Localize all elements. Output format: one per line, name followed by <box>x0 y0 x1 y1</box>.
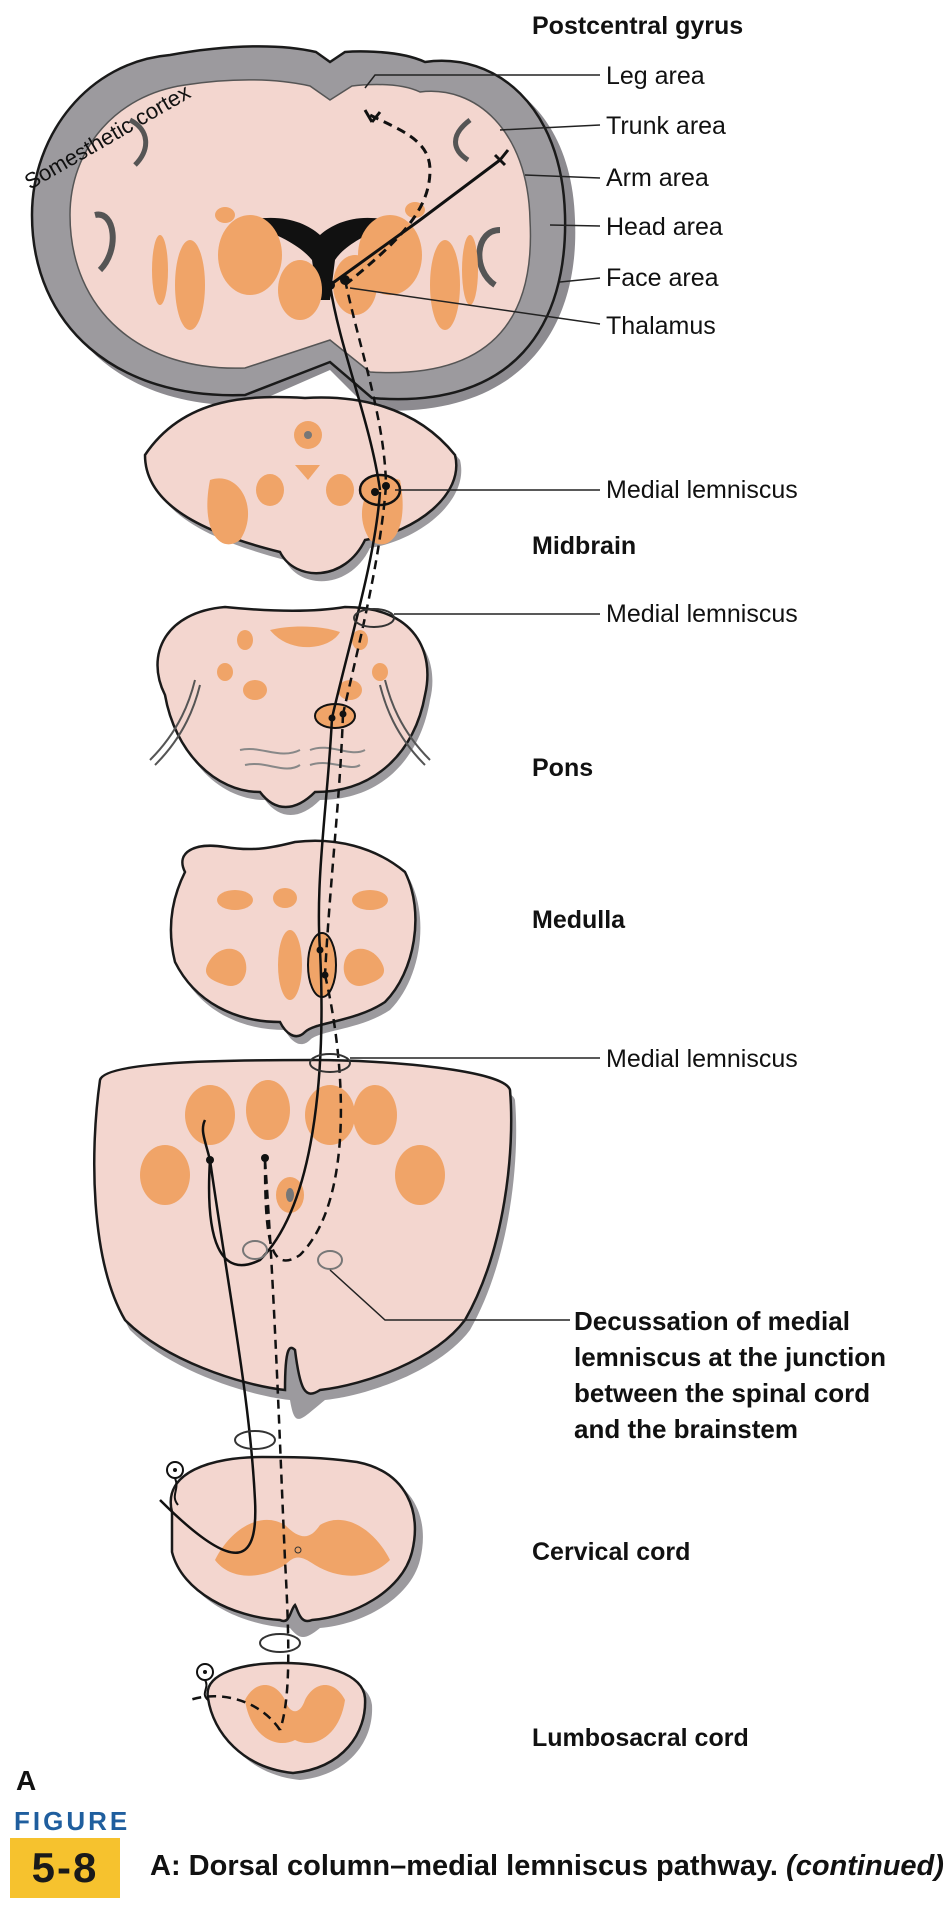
label-decussation-line3: between the spinal cord <box>574 1378 870 1408</box>
decussation-section <box>93 1058 517 1419</box>
cerebrum-section <box>30 45 576 411</box>
label-arm-area: Arm area <box>606 164 709 192</box>
label-pons: Pons <box>532 754 593 782</box>
caption-text: A: Dorsal column–medial lemniscus pathwa… <box>150 1850 944 1883</box>
putamen-left <box>175 240 205 330</box>
pons-outline <box>156 605 429 809</box>
label-decussation-line2: lemniscus at the junction <box>574 1342 886 1372</box>
cervical-cord-section <box>169 1455 423 1637</box>
panel-letter: A <box>16 1765 36 1796</box>
thalamocortical-solid <box>329 158 501 287</box>
label-midbrain: Midbrain <box>532 532 636 560</box>
label-postcentral-gyrus: Postcentral gyrus <box>532 12 743 40</box>
figure-word: FIGURE <box>14 1806 131 1836</box>
caption-continued: (continued) <box>786 1850 944 1882</box>
thalamocortical-dashed <box>344 113 432 287</box>
label-medulla: Medulla <box>532 906 626 934</box>
label-medial-lemniscus-1: Medial lemniscus <box>606 476 798 504</box>
putamen-right <box>430 240 460 330</box>
label-decussation-line4: and the brainstem <box>574 1414 798 1444</box>
label-cervical-cord: Cervical cord <box>532 1538 690 1566</box>
thalamus-left <box>278 260 322 320</box>
ascending-fibers <box>159 279 395 1731</box>
label-head-area: Head area <box>606 213 723 241</box>
lumbosacral-cord-section <box>206 1661 373 1780</box>
lateral-ventricle <box>240 217 395 300</box>
label-medial-lemniscus-2: Medial lemniscus <box>606 600 798 628</box>
label-trunk-area: Trunk area <box>606 112 726 140</box>
medulla-section <box>169 839 421 1045</box>
pons-section <box>149 605 433 815</box>
label-thalamus: Thalamus <box>606 312 716 340</box>
label-face-area: Face area <box>606 264 719 292</box>
label-lumbosacral-cord: Lumbosacral cord <box>532 1724 749 1752</box>
label-medial-lemniscus-3: Medial lemniscus <box>606 1045 798 1073</box>
caption-main: A: Dorsal column–medial lemniscus pathwa… <box>150 1850 778 1882</box>
leader-lines <box>329 74 601 1321</box>
thalamus-right <box>333 255 377 315</box>
label-decussation-line1: Decussation of medial <box>574 1306 850 1336</box>
caudate-nucleus-left <box>218 215 282 295</box>
pathway-diagram: Postcentral gyrus Somesthetic cortex Leg… <box>16 12 886 1796</box>
decussation-outline <box>93 1058 513 1395</box>
label-leg-area: Leg area <box>606 62 705 90</box>
figure-number-badge: 5-8 <box>10 1838 120 1898</box>
midbrain-section <box>143 395 462 582</box>
